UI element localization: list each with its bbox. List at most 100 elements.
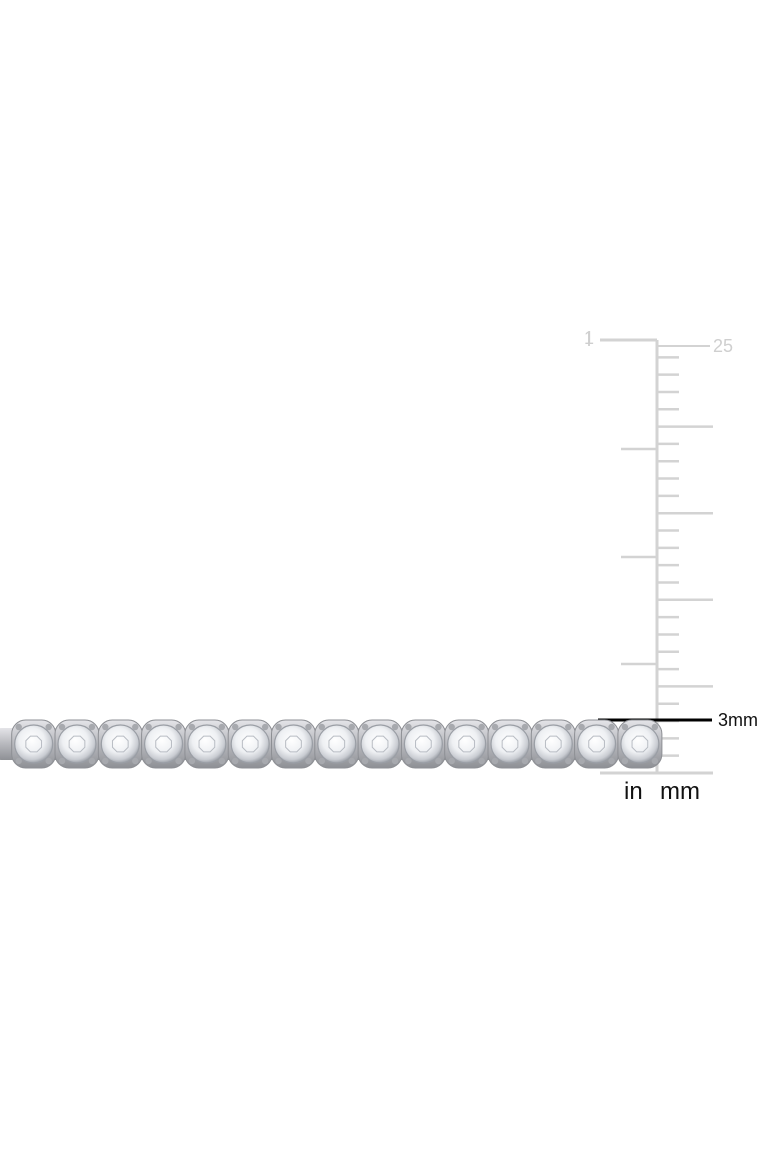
bracelet-link bbox=[271, 719, 316, 769]
prong bbox=[565, 723, 572, 731]
prong bbox=[218, 757, 226, 765]
stone-table-facet bbox=[458, 735, 476, 753]
bracelet-link bbox=[357, 719, 403, 769]
prong bbox=[188, 723, 196, 731]
bracelet-link bbox=[97, 719, 143, 769]
prong bbox=[391, 723, 399, 731]
stone-table-facet bbox=[25, 735, 43, 753]
round-stone bbox=[490, 724, 530, 764]
prong bbox=[175, 757, 182, 765]
bracelet-link bbox=[400, 719, 446, 769]
prong bbox=[608, 723, 615, 731]
prong bbox=[232, 757, 239, 765]
bracelet-link bbox=[141, 719, 187, 769]
round-stone bbox=[317, 724, 357, 764]
ruler-mm-unit-label: mm bbox=[660, 778, 700, 805]
prong bbox=[88, 757, 96, 765]
prong bbox=[405, 723, 412, 731]
round-stone bbox=[576, 724, 617, 764]
prong bbox=[102, 757, 109, 765]
prong bbox=[275, 757, 282, 765]
prong bbox=[361, 757, 369, 765]
round-stone bbox=[360, 724, 400, 764]
prong bbox=[145, 757, 152, 765]
prong bbox=[102, 723, 109, 731]
stone-table-facet bbox=[68, 735, 86, 753]
stone-table-facet bbox=[328, 735, 346, 753]
bracelet-link bbox=[227, 719, 273, 769]
prong bbox=[232, 723, 239, 731]
prong bbox=[88, 723, 96, 731]
bracelet-link bbox=[184, 719, 230, 769]
prong bbox=[435, 757, 442, 765]
bracelet-link bbox=[314, 719, 360, 769]
prong bbox=[478, 757, 485, 765]
tennis-bracelet bbox=[0, 719, 663, 769]
prong bbox=[262, 723, 269, 731]
prong bbox=[491, 723, 499, 731]
round-stone bbox=[403, 724, 443, 764]
prong bbox=[361, 723, 369, 731]
prong bbox=[45, 723, 52, 731]
prong bbox=[651, 723, 659, 731]
stone-table-facet bbox=[631, 735, 649, 753]
prong bbox=[132, 723, 139, 731]
prong bbox=[478, 723, 485, 731]
stone-table-facet bbox=[241, 735, 259, 753]
round-stone bbox=[230, 724, 270, 764]
stone-table-facet bbox=[111, 735, 129, 753]
prong bbox=[435, 723, 442, 731]
prong bbox=[145, 723, 152, 731]
prong bbox=[565, 757, 572, 765]
prong bbox=[621, 723, 629, 731]
ruler-mm-value: 25 bbox=[713, 336, 734, 356]
stone-table-facet bbox=[371, 735, 389, 753]
prong bbox=[391, 757, 399, 765]
round-stone bbox=[100, 724, 140, 764]
bracelet-link bbox=[617, 719, 663, 769]
prong bbox=[58, 723, 66, 731]
round-stone bbox=[273, 724, 314, 764]
bracelet-link bbox=[54, 719, 100, 769]
bracelet-link bbox=[487, 719, 533, 769]
round-stone bbox=[533, 724, 573, 764]
stone-table-facet bbox=[544, 735, 562, 753]
prong bbox=[521, 723, 529, 731]
round-stone bbox=[620, 724, 660, 764]
prong bbox=[535, 723, 542, 731]
prong bbox=[578, 723, 585, 731]
prong bbox=[15, 757, 22, 765]
prong bbox=[45, 757, 52, 765]
prong bbox=[535, 757, 542, 765]
prong bbox=[651, 757, 659, 765]
stone-table-facet bbox=[285, 735, 302, 753]
ruler-inch-unit-label: in bbox=[624, 778, 643, 805]
ruler-inch-value: 1 bbox=[584, 328, 595, 348]
prong bbox=[578, 757, 585, 765]
prong bbox=[132, 757, 139, 765]
prong bbox=[448, 723, 455, 731]
round-stone bbox=[57, 724, 97, 764]
round-stone bbox=[144, 724, 184, 764]
stone-table-facet bbox=[155, 735, 172, 753]
stone-table-facet bbox=[415, 735, 432, 753]
prong bbox=[275, 723, 282, 731]
bracelet-link bbox=[11, 719, 57, 769]
prong bbox=[262, 757, 269, 765]
prong bbox=[405, 757, 412, 765]
prong bbox=[218, 723, 226, 731]
prong bbox=[448, 757, 455, 765]
prong bbox=[15, 723, 22, 731]
stone-table-facet bbox=[588, 735, 605, 753]
prong bbox=[58, 757, 66, 765]
prong bbox=[491, 757, 499, 765]
prong bbox=[621, 757, 629, 765]
prong bbox=[318, 757, 325, 765]
prong bbox=[348, 757, 355, 765]
prong bbox=[305, 723, 312, 731]
prong bbox=[318, 723, 325, 731]
bracelet-link bbox=[574, 719, 620, 769]
round-stone bbox=[447, 724, 487, 764]
prong bbox=[348, 723, 355, 731]
